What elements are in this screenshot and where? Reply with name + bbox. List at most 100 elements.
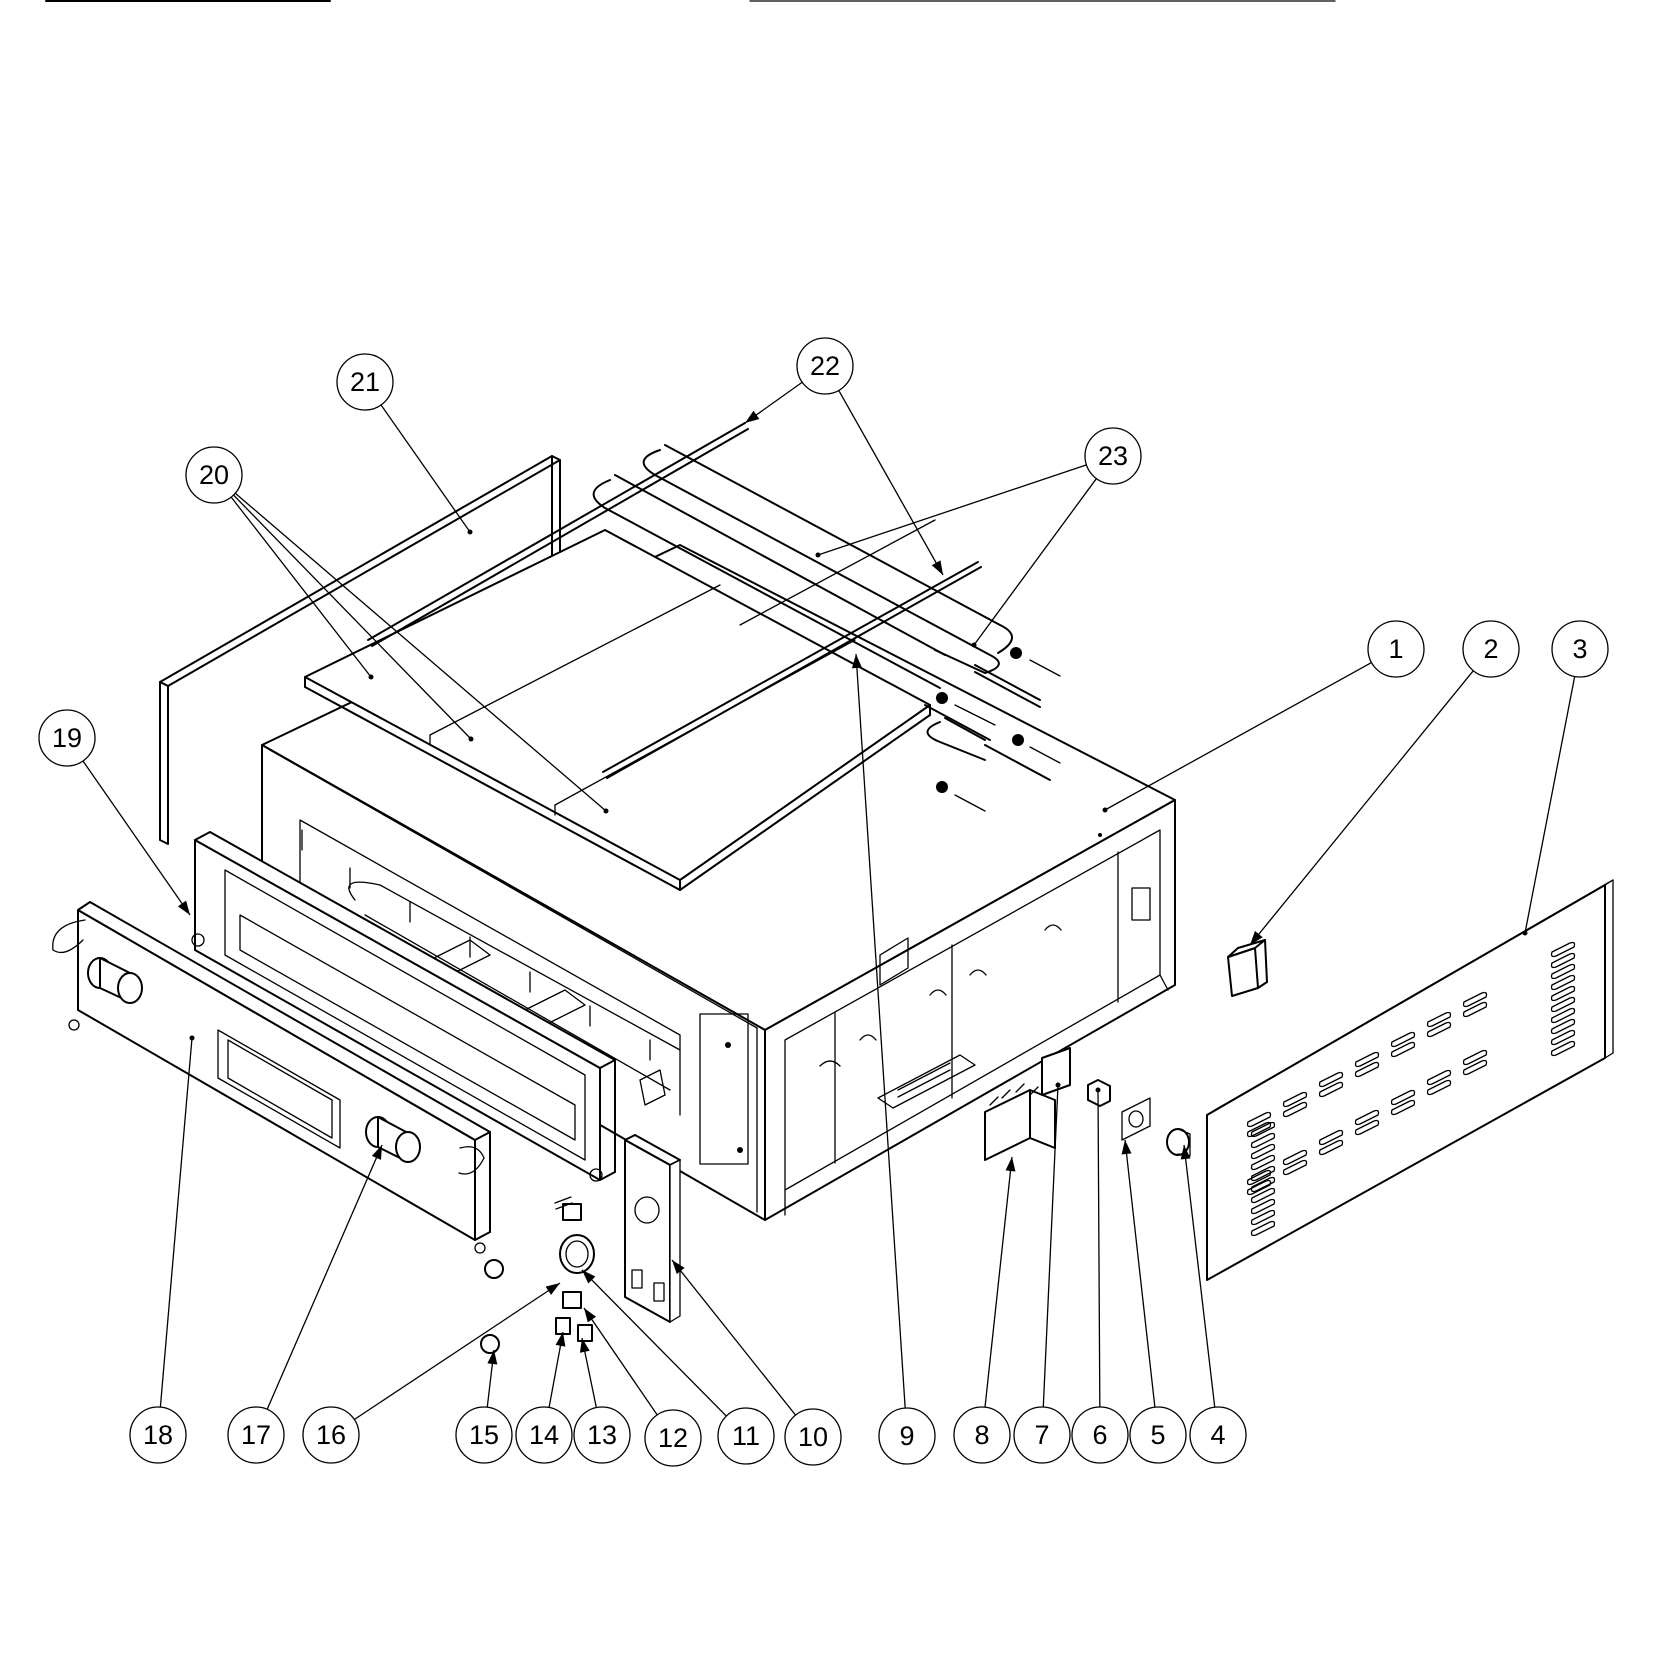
callout-circle	[336, 353, 394, 411]
callout-number: 4	[1210, 1420, 1225, 1450]
callout-leader-line	[234, 492, 607, 812]
callout-number: 18	[143, 1420, 173, 1450]
callout-target-dot	[1095, 1087, 1101, 1093]
louver-slot	[1250, 1143, 1276, 1160]
part-heating-elements	[592, 444, 1061, 812]
callout-circle	[1129, 1406, 1187, 1464]
callout-circle	[953, 1406, 1011, 1464]
callout-circle	[455, 1406, 513, 1464]
louver-slot	[1246, 1111, 1272, 1128]
part-control-plate	[624, 1134, 681, 1323]
callout-target-dot	[1522, 930, 1528, 936]
callout-number: 8	[974, 1420, 989, 1450]
callout-number: 21	[350, 367, 380, 397]
callout-number: 15	[469, 1420, 499, 1450]
part-junction-box	[1227, 939, 1268, 997]
louver-slot	[1390, 1089, 1416, 1106]
callout-arrowhead	[1121, 1140, 1132, 1155]
part-indicator-lamp	[1087, 1079, 1111, 1107]
callout-18: 18	[129, 1035, 195, 1464]
callout-arrowhead	[579, 1338, 590, 1353]
callout-arrowhead	[584, 1308, 597, 1323]
callout-23: 23	[815, 427, 1142, 648]
callout-leader-line	[855, 653, 906, 1409]
callout-circle	[38, 709, 96, 767]
callout-circle	[1071, 1406, 1129, 1464]
part-terminal-label	[1041, 1047, 1071, 1096]
callout-leader-line	[1524, 676, 1576, 934]
callout-leader-line	[1249, 670, 1474, 946]
callout-leader-line	[230, 496, 372, 678]
callout-arrowhead	[745, 410, 760, 423]
callout-circle	[573, 1406, 631, 1464]
callout-leader-line	[380, 404, 471, 533]
louver-slot	[1250, 1209, 1276, 1226]
callout-arrowhead	[1250, 930, 1263, 945]
callout-2: 2	[1249, 620, 1520, 946]
callout-9: 9	[851, 653, 936, 1465]
callout-circle	[1462, 620, 1520, 678]
callout-circle	[129, 1406, 187, 1464]
callout-21: 21	[336, 353, 473, 535]
callout-1: 1	[1102, 620, 1425, 813]
front-tick-marks	[301, 829, 651, 1061]
callout-circle	[185, 446, 243, 504]
louver-slot	[1550, 941, 1576, 958]
louver-slots	[1246, 941, 1576, 1237]
callout-arrowhead	[1180, 1145, 1191, 1160]
louver-slot	[1426, 1011, 1452, 1028]
louver-slot	[1250, 1132, 1276, 1149]
louver-slot	[1246, 1169, 1272, 1186]
part-handle	[87, 957, 421, 1163]
louver-slot	[1246, 1121, 1272, 1138]
louver-slot	[1354, 1119, 1380, 1136]
callout-20: 20	[185, 446, 609, 814]
callout-leader-line	[1097, 1089, 1101, 1408]
callout-circle	[717, 1407, 775, 1465]
part-contactor	[984, 1083, 1056, 1161]
callout-13: 13	[573, 1337, 631, 1464]
callout-16: 16	[302, 1282, 561, 1464]
callout-number: 9	[899, 1421, 914, 1451]
callout-number: 12	[658, 1423, 688, 1453]
callout-leader-line	[973, 478, 1097, 646]
louver-slot	[1246, 1179, 1272, 1196]
callout-arrowhead	[1005, 1157, 1016, 1172]
callout-leader-line	[1183, 1144, 1216, 1408]
callout-leader-line	[583, 1307, 658, 1416]
callout-circle	[515, 1406, 573, 1464]
callout-leader-line	[266, 1144, 383, 1410]
callout-circle	[1084, 427, 1142, 485]
callout-leader-line	[1124, 1139, 1156, 1408]
louver-slot	[1550, 1007, 1576, 1024]
callout-circle	[878, 1407, 936, 1465]
callout-leader-line	[1104, 661, 1372, 811]
callout-circle	[644, 1409, 702, 1467]
callout-arrowhead	[672, 1260, 685, 1275]
louver-slot	[1462, 1059, 1488, 1076]
callout-circle	[796, 337, 854, 395]
part-fuse-holder	[480, 1259, 504, 1354]
louver-slot	[1354, 1051, 1380, 1068]
louver-slot	[1250, 1198, 1276, 1215]
callout-circle	[1189, 1406, 1247, 1464]
louver-slot	[1550, 1040, 1576, 1057]
callout-15: 15	[455, 1349, 513, 1464]
callout-arrowhead	[931, 560, 943, 575]
callout-leader-line	[984, 1156, 1013, 1408]
louver-slot	[1318, 1071, 1344, 1088]
callout-leader-line	[581, 1269, 727, 1417]
part-door-frame	[191, 831, 616, 1182]
callout-17: 17	[227, 1144, 383, 1464]
callout-number: 16	[316, 1420, 346, 1450]
callout-arrowhead	[487, 1350, 498, 1365]
callout-circle	[1013, 1406, 1071, 1464]
louver-slot	[1282, 1149, 1308, 1166]
louver-slot	[1354, 1061, 1380, 1078]
callout-number: 10	[798, 1422, 828, 1452]
callout-number: 1	[1388, 634, 1403, 664]
callout-12: 12	[583, 1307, 702, 1467]
louver-slot	[1250, 1176, 1276, 1193]
